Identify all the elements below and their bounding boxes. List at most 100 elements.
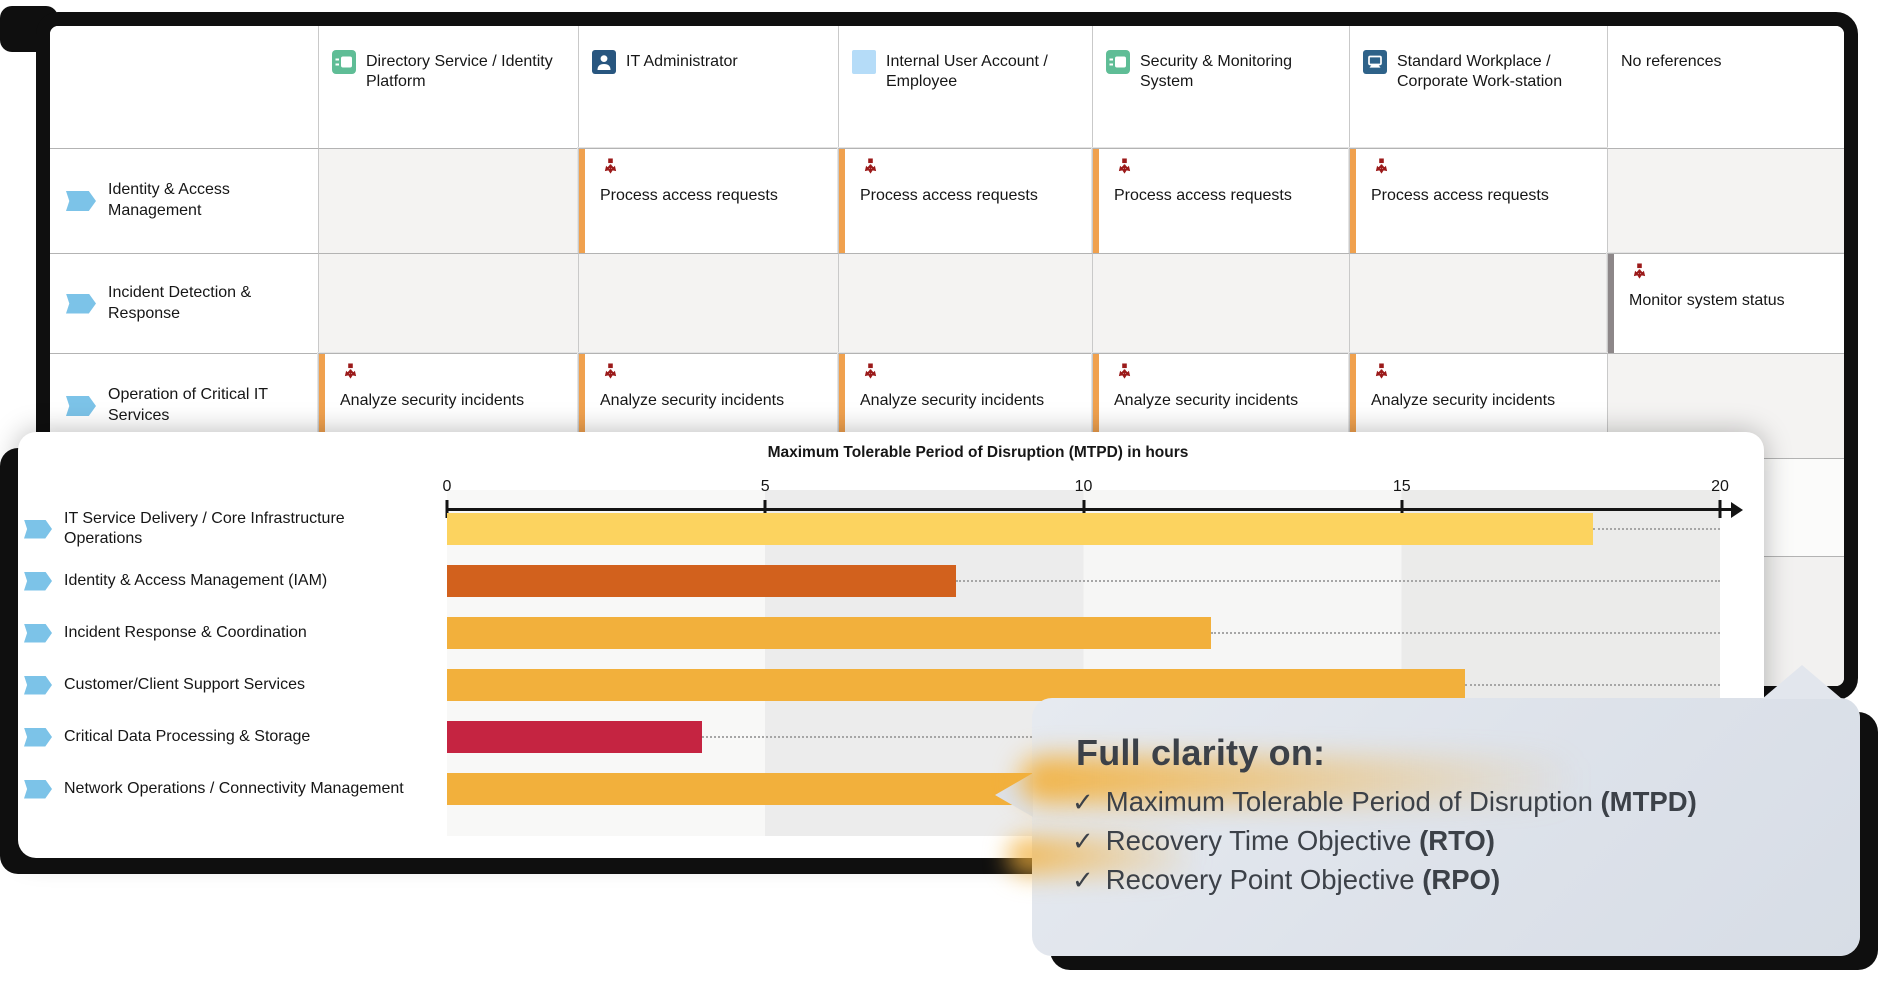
callout-list: ✓ Maximum Tolerable Period of Disruption … [1072,782,1860,899]
leader-line [1465,684,1720,686]
matrix-empty-cell [578,253,838,353]
x-tick-label: 0 [442,478,452,495]
process-icon [340,363,361,384]
column-header-4: Security & Monitoring System [1092,26,1349,148]
matrix-entry-cell[interactable]: Process access requests [1092,148,1349,253]
mtpd-bar[interactable] [447,565,957,597]
process-tag-icon [24,571,52,591]
matrix-entry-label: Process access requests [1371,187,1549,204]
cell-accent-bar [1093,149,1099,253]
category-row: Critical Data Processing & Storage [24,721,434,753]
matrix-entry-label: Analyze security incidents [600,392,785,409]
matrix-entry-label: Monitor system status [1629,292,1785,309]
matrix-corner-cell [50,26,318,148]
process-icon [1371,158,1392,179]
process-icon [860,363,881,384]
column-header-label: IT Administrator [626,53,738,70]
process-tag-icon [66,293,96,314]
column-header-6: No references [1607,26,1844,148]
square-icon [852,50,876,74]
category-row: IT Service Delivery / Core Infrastructur… [24,510,434,547]
leader-line [1592,528,1720,530]
system-icon [1106,50,1130,74]
callout-bubble: Full clarity on: ✓ Maximum Tolerable Peri… [995,665,1860,956]
matrix-entry-cell[interactable]: Process access requests [1349,148,1607,253]
callout-item-text: Recovery Time Objective (RTO) [1105,825,1495,857]
category-label: Network Operations / Connectivity Manage… [64,780,404,797]
cell-accent-bar [1608,254,1614,353]
mtpd-bar[interactable] [447,513,1593,545]
cell-accent-bar [839,149,845,253]
matrix-entry-label: Process access requests [860,187,1038,204]
check-icon: ✓ [1072,865,1094,896]
matrix-empty-cell [838,253,1092,353]
mtpd-bar[interactable] [447,721,702,753]
process-tag-icon [24,675,52,695]
matrix-entry-label: Analyze security incidents [1371,392,1556,409]
process-icon [1629,263,1650,284]
category-row: Incident Response & Coordination [24,617,434,649]
x-tick-label: 20 [1711,478,1729,495]
bar-row [447,669,1720,701]
callout-item: ✓Maximum Tolerable Period of Disruption … [1072,782,1860,821]
row-label-text: Operation of Critical IT Services [108,386,268,424]
category-label: Customer/Client Support Services [64,676,305,693]
matrix-empty-cell [1607,148,1844,253]
row-label-text: Incident Detection & Response [108,283,252,322]
cell-accent-bar [319,354,325,458]
category-labels: IT Service Delivery / Core Infrastructur… [24,510,434,825]
cell-accent-bar [579,354,585,458]
process-icon [600,158,621,179]
process-tag-icon [66,191,96,211]
bar-row [447,565,1720,597]
callout-item-abbr: (MTPD) [1600,786,1697,817]
workstation-icon [1363,50,1387,74]
person-icon [592,50,616,74]
process-tag-icon [66,396,96,416]
row-label-2: Incident Detection & Response [50,253,318,353]
mtpd-bar[interactable] [447,773,1084,805]
matrix-entry-label: Analyze security incidents [860,392,1045,409]
matrix-entry-cell[interactable]: Monitor system status [1607,253,1844,353]
mtpd-bar[interactable] [447,669,1466,701]
matrix-empty-cell [1092,253,1349,353]
process-icon [1371,363,1392,384]
row-label-3: Operation of Critical IT Services [50,353,318,458]
matrix-entry-label: Analyze security incidents [340,392,525,409]
callout-item: ✓Recovery Time Objective (RTO) [1072,821,1860,860]
blurred-bar-glow [1020,756,1580,804]
process-tag-icon [24,779,52,799]
column-header-label: Security & Monitoring System [1140,53,1293,91]
category-label: Incident Response & Coordination [64,624,307,641]
column-header-3: Internal User Account / Employee [838,26,1092,148]
callout-item-abbr: (RPO) [1422,864,1501,896]
cell-accent-bar [579,149,585,253]
matrix-entry-cell[interactable]: Process access requests [578,148,838,253]
category-row: Network Operations / Connectivity Manage… [24,773,434,805]
mtpd-bar[interactable] [447,617,1211,649]
row-label-text: Identity & Access Management [108,181,230,219]
x-tick-label: 15 [1392,478,1411,495]
x-tick-label: 10 [1074,478,1093,495]
blurred-bar-glow [1008,836,1198,876]
callout-heading: Full clarity on: [1076,732,1326,773]
x-tick-label: 5 [760,478,770,495]
callout-item: ✓ Recovery Point Objective (RPO) [1072,860,1860,899]
callout-item-abbr: (RTO) [1419,825,1495,857]
bar-series [447,513,1720,825]
x-axis-arrow-icon [1731,501,1743,518]
matrix-entry-cell[interactable]: Process access requests [838,148,1092,253]
category-label: Critical Data Processing & Storage [64,728,311,745]
callout-item-text: Recovery Point Objective (RPO) [1105,864,1501,896]
matrix-entry-label: Process access requests [1114,187,1292,204]
cell-accent-bar [839,354,845,458]
column-header-2: IT Administrator [578,26,838,148]
leader-line [1210,632,1720,634]
callout-item-text: Maximum Tolerable Period of Disruption (… [1105,786,1697,817]
cell-accent-bar [1350,354,1356,458]
process-tag-icon [24,727,52,747]
matrix-entry-label: Analyze security incidents [1114,392,1299,409]
chart-title: Maximum Tolerable Period of Disruption (… [767,444,1189,461]
process-tag-icon [24,519,52,539]
